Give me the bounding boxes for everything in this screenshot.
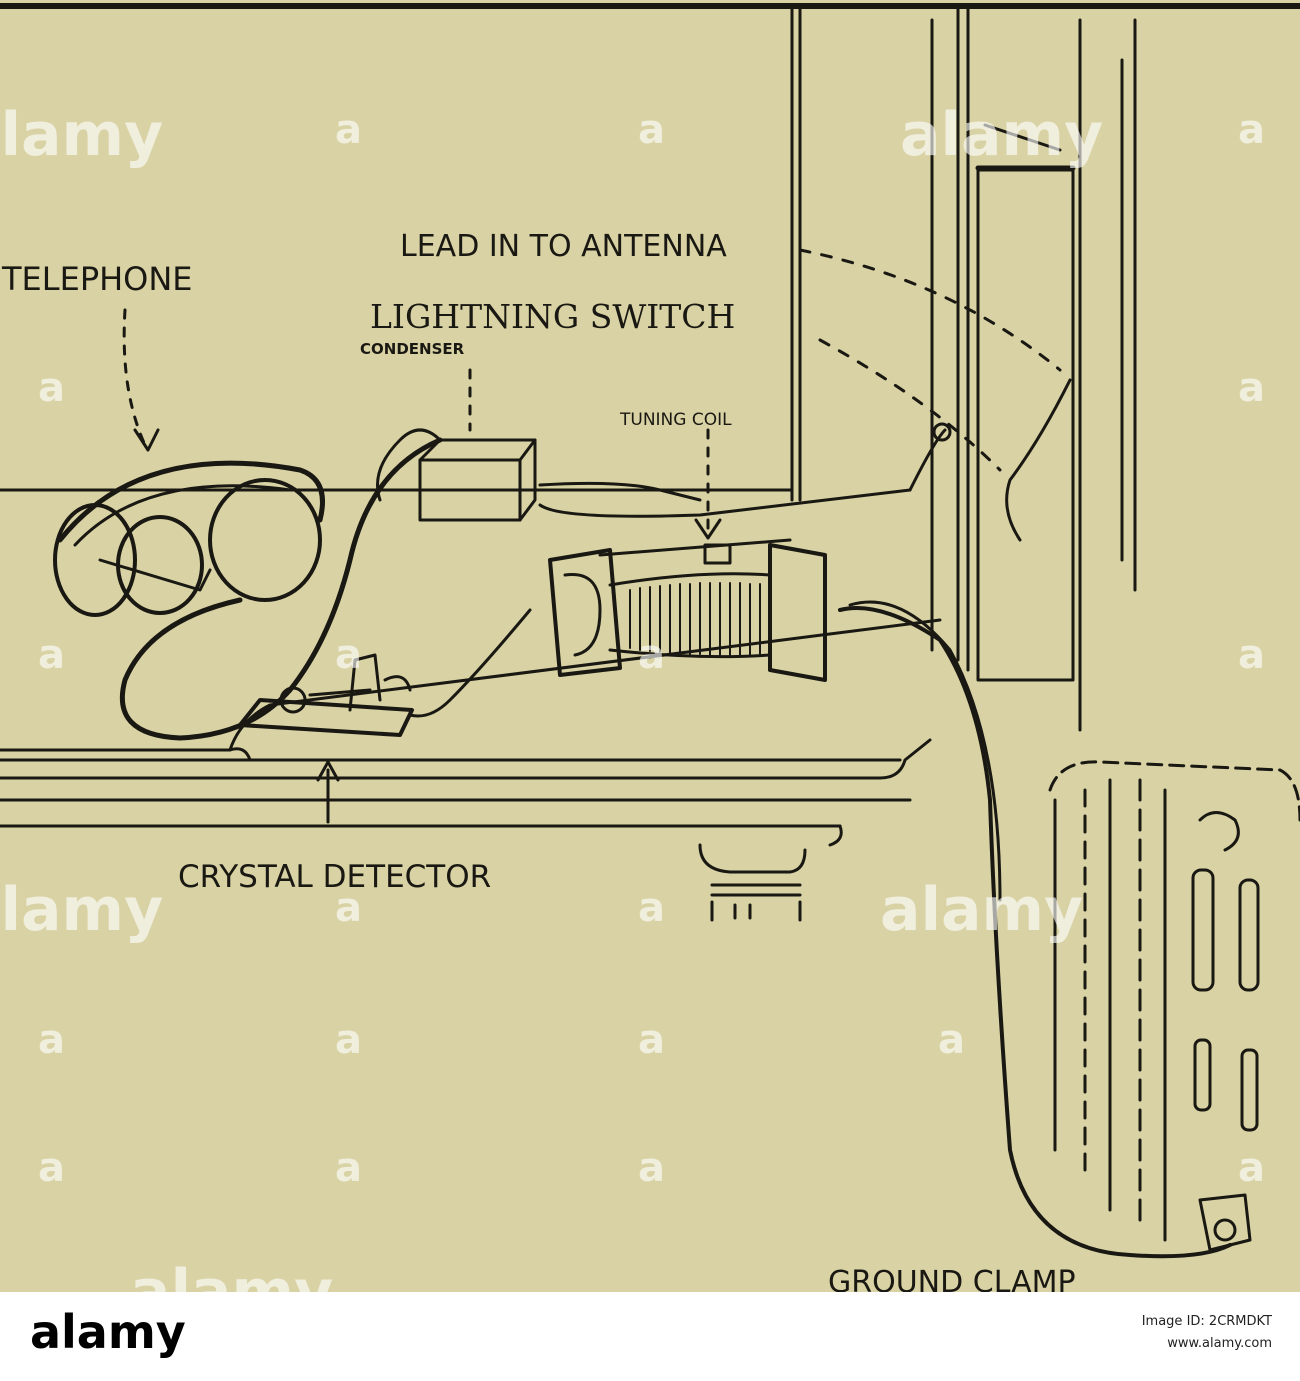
condenser-label: CONDENSER (360, 340, 465, 358)
tuning-coil-label: TUNING COIL (620, 410, 732, 430)
alamy-logo: alamy (30, 1305, 186, 1359)
watermark-letter: a (38, 1017, 65, 1063)
watermark: alamy (0, 100, 164, 170)
watermark-letter: a (638, 885, 665, 931)
radio-setup-illustration: LEAD IN TO ANTENNA TELEPHONE LIGHTNING S… (0, 3, 1300, 1322)
watermark: alamy (880, 875, 1084, 945)
watermark-letter: a (638, 107, 665, 153)
watermark-letter: a (335, 632, 362, 678)
watermark-letter: a (38, 632, 65, 678)
watermark-letter: a (938, 1017, 965, 1063)
watermark-letter: a (638, 632, 665, 678)
watermark-letter: a (38, 1145, 65, 1191)
watermark-letter: a (335, 1017, 362, 1063)
lightning-switch-label: LIGHTNING SWITCH (370, 297, 736, 336)
crystal-detector-label: CRYSTAL DETECTOR (178, 859, 492, 895)
watermark-letter: a (335, 885, 362, 931)
footer-url-link[interactable]: www.alamy.com (1167, 1336, 1272, 1351)
watermark-letter: a (1238, 1145, 1265, 1191)
watermark-letter: a (335, 107, 362, 153)
image-id-text: Image ID: 2CRMDKT (1141, 1314, 1272, 1329)
watermark: alamy (900, 100, 1104, 170)
footer-bar (0, 1292, 1300, 1381)
watermark-letter: a (1238, 365, 1265, 411)
lead-in-label: LEAD IN TO ANTENNA (400, 229, 727, 264)
watermark-letter: a (38, 365, 65, 411)
watermark-letter: a (638, 1017, 665, 1063)
watermark: alamy (0, 875, 164, 945)
line-drawing (0, 3, 1300, 1259)
telephone-label: TELEPHONE (2, 260, 193, 298)
watermark-letter: a (638, 1145, 665, 1191)
watermark-letter: a (1238, 632, 1265, 678)
watermark-letter: a (335, 1145, 362, 1191)
watermark-letter: a (1238, 107, 1265, 153)
